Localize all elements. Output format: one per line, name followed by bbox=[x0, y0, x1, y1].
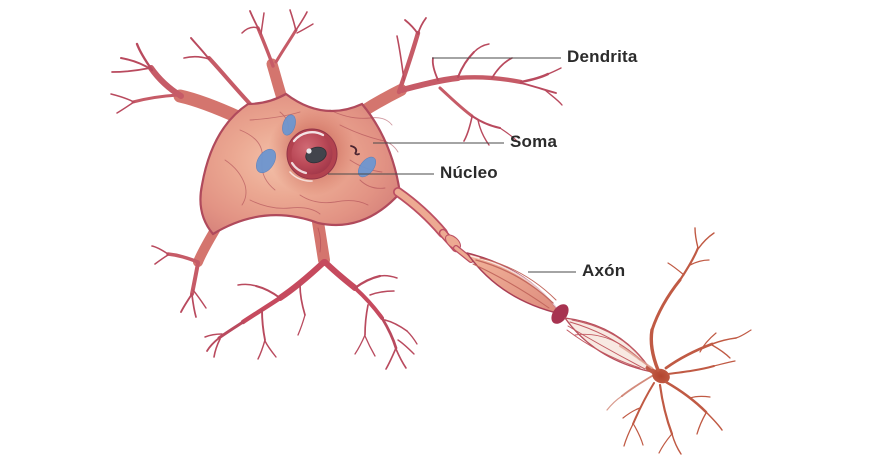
dark-squiggle-organelle bbox=[350, 145, 360, 156]
dendrite-bottom-left bbox=[151, 225, 220, 318]
axon-segment-1 bbox=[466, 252, 562, 315]
label-dendrita: Dendrita bbox=[567, 47, 638, 66]
leader-lines bbox=[328, 57, 576, 273]
dendrite-top-left bbox=[110, 42, 247, 125]
dendrite-top-right bbox=[356, 17, 563, 146]
organelles-blue bbox=[256, 114, 377, 178]
dendrite-top bbox=[241, 9, 314, 110]
nucleolus-highlight bbox=[306, 148, 312, 154]
axon-terminal-branches bbox=[606, 227, 752, 455]
axon-terminal-hub bbox=[652, 368, 670, 384]
label-soma: Soma bbox=[510, 132, 558, 151]
dendrite-top-left-thin bbox=[183, 37, 254, 108]
label-axon: Axón bbox=[582, 261, 626, 280]
axon-shape bbox=[393, 187, 663, 379]
label-nucleo: Núcleo bbox=[440, 163, 498, 182]
axon-constriction bbox=[551, 304, 569, 324]
organelle-3 bbox=[357, 156, 377, 178]
organelle-2 bbox=[256, 148, 276, 174]
nucleus-shape bbox=[286, 128, 338, 182]
dendrite-bottom-center bbox=[204, 216, 418, 370]
organelle-1 bbox=[282, 114, 296, 136]
axon-segment-2 bbox=[564, 317, 653, 373]
